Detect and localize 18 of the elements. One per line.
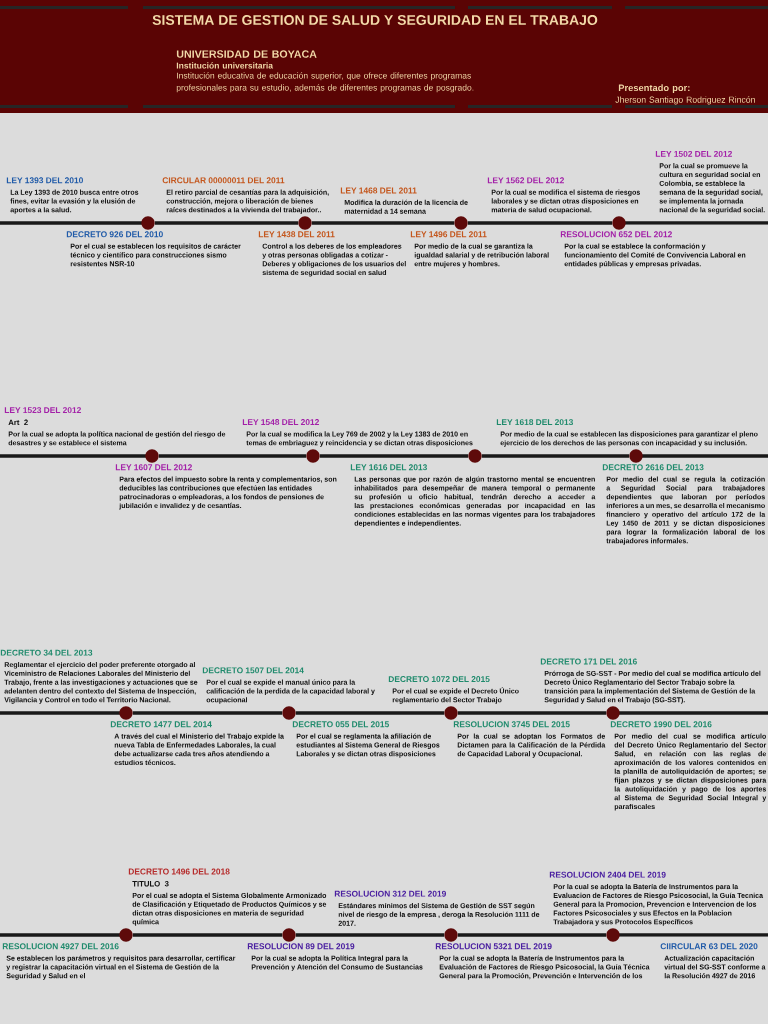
description: Institución educativa de educación superior, que ofrece diferentes programas profesionales para su estudio, además de diferentes programas de posgrado. [176, 72, 474, 93]
timeline-line [457, 711, 607, 715]
university-name: UNIVERSIDAD DE BOYACA [176, 50, 317, 58]
timeline-line [481, 454, 630, 458]
timeline-line [295, 711, 445, 715]
timeline-line [319, 454, 469, 458]
timeline-line [132, 711, 283, 715]
timeline-line [132, 933, 283, 937]
presenter-name: Jherson Santiago Rodriguez Rincón [615, 96, 755, 105]
timeline-line [154, 221, 299, 225]
subtitle: Institución universitaria [176, 62, 274, 69]
timeline-line [457, 933, 607, 937]
timeline-line [295, 933, 445, 937]
timeline-line [158, 454, 307, 458]
presenter-label: Presentado por: [618, 84, 690, 93]
timeline-line [467, 221, 613, 225]
timeline-line [311, 221, 455, 225]
title: SISTEMA DE GESTION DE SALUD Y SEGURIDAD EN EL TRABAJO [152, 15, 598, 25]
